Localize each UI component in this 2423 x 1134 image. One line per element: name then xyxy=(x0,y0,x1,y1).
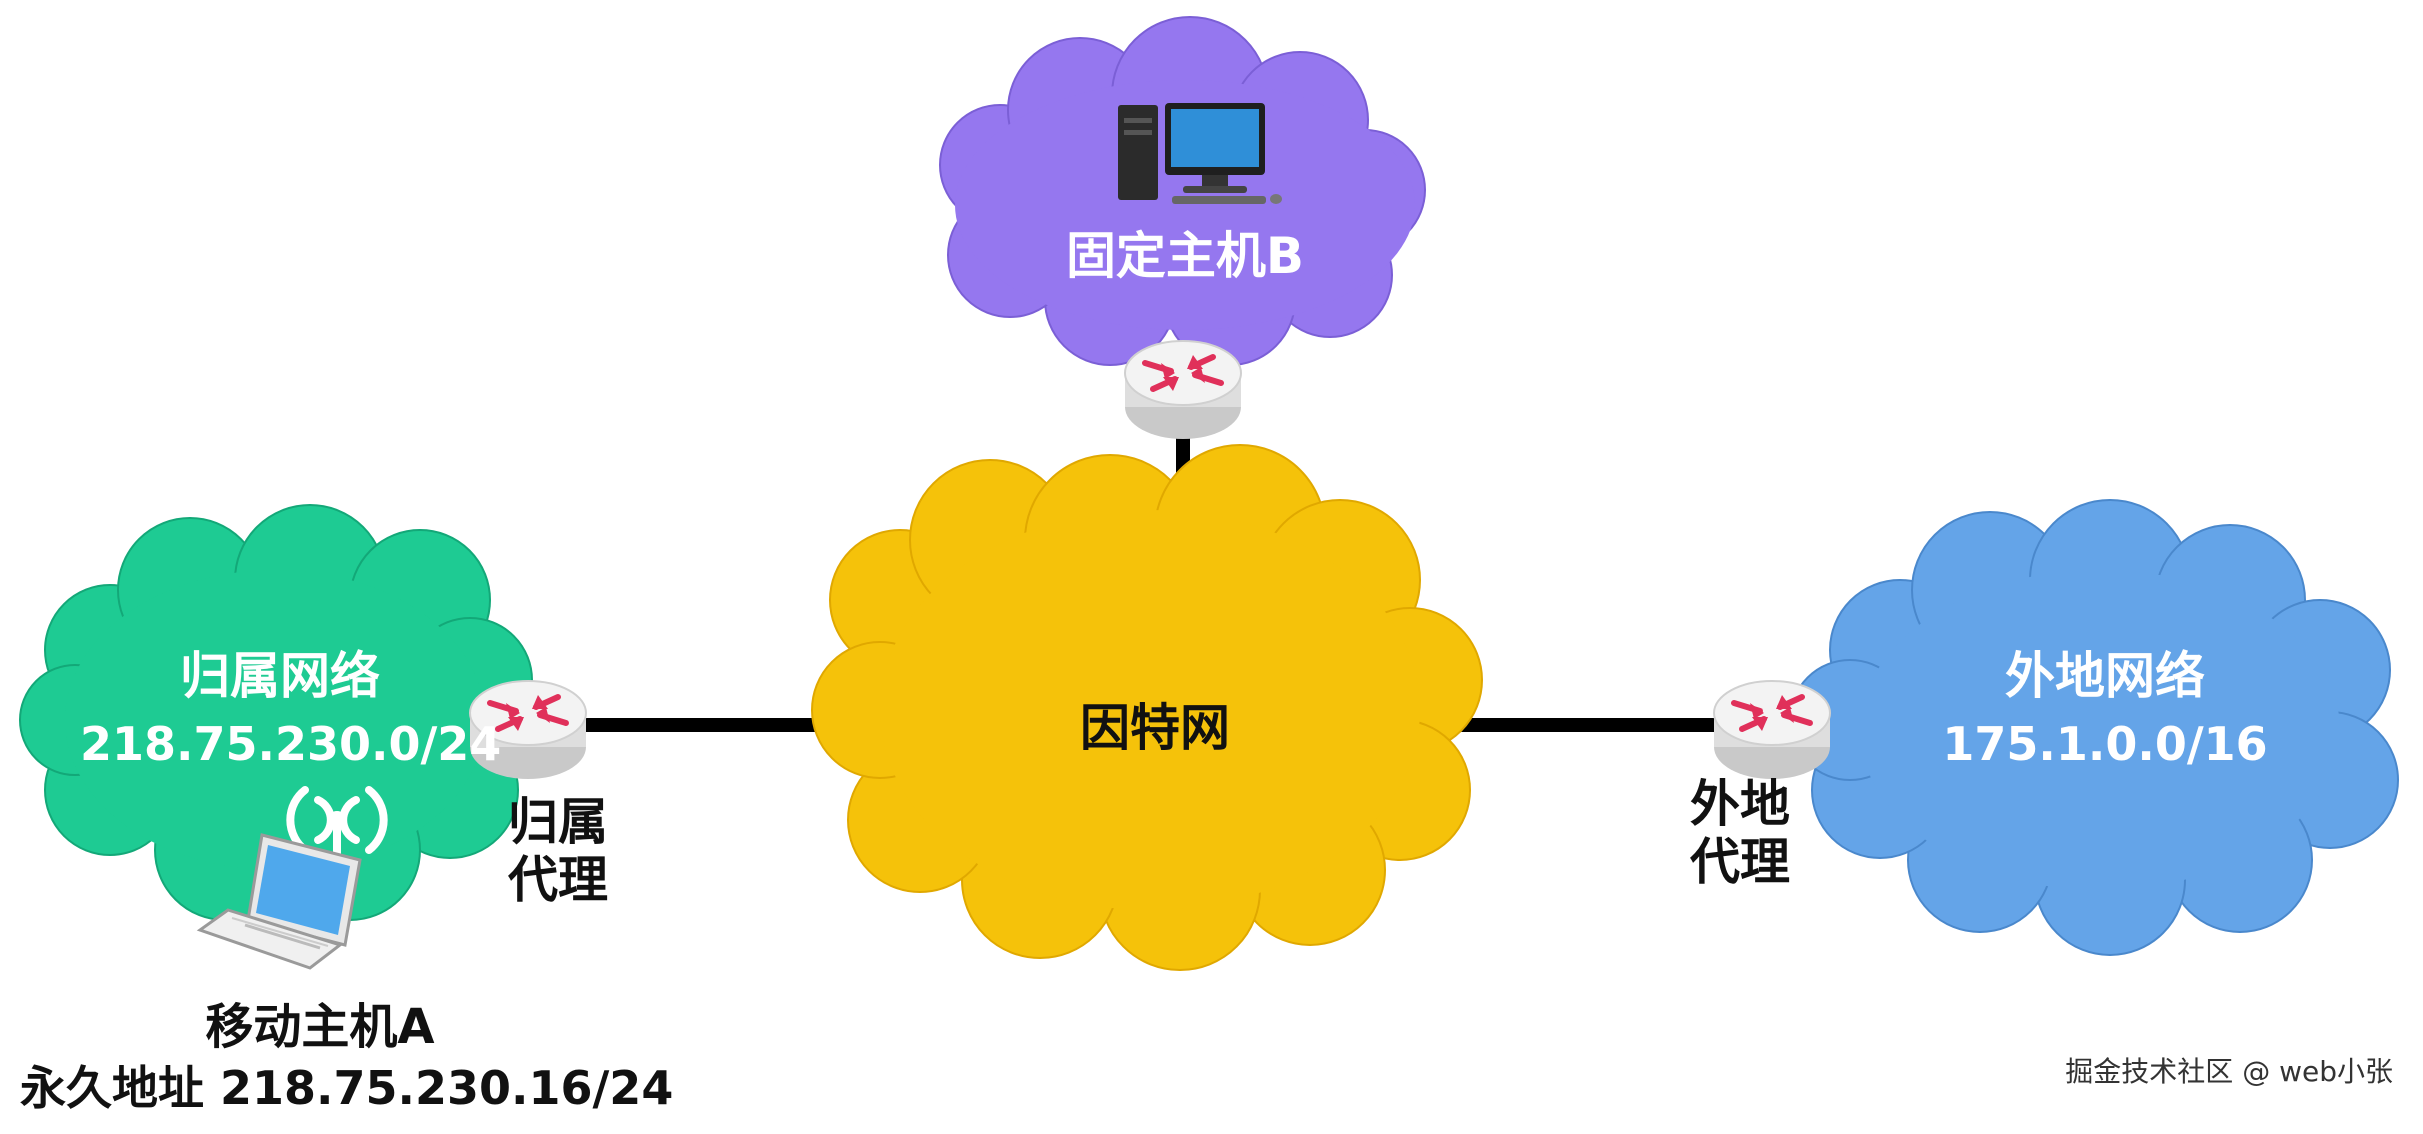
foreign-network-cloud xyxy=(1789,499,2399,956)
home-agent-label-line2: 代理 xyxy=(508,851,608,909)
wireless-laptop-icon xyxy=(196,786,388,970)
desktop-computer-icon xyxy=(1118,103,1282,204)
internet-cloud xyxy=(811,444,1483,971)
foreign-agent-label-line1: 外地 xyxy=(1690,775,1790,833)
mobile-host-address-row: 永久地址 218.75.230.16/24 xyxy=(20,1062,673,1115)
mobile-host-address: 218.75.230.16/24 xyxy=(220,1061,674,1115)
foreign-agent-label-line2: 代理 xyxy=(1690,833,1790,891)
home-network-subnet: 218.75.230.0/24 xyxy=(80,717,502,771)
host-b-label: 固定主机B xyxy=(1065,227,1305,285)
foreign-network-subnet: 175.1.0.0/16 xyxy=(1942,717,2268,771)
mobile-host-address-label: 永久地址 xyxy=(20,1061,204,1115)
home-agent-label-line1: 归属 xyxy=(508,793,608,851)
foreign-agent-router-icon xyxy=(1714,681,1830,779)
home-network-cloud xyxy=(19,504,533,921)
foreign-network-title: 外地网络 xyxy=(2005,647,2205,705)
home-network-title: 归属网络 xyxy=(180,647,380,705)
watermark: 掘金技术社区 @ web小张 xyxy=(2065,1055,2393,1088)
internet-label: 因特网 xyxy=(1080,699,1230,757)
host-b-cloud xyxy=(939,16,1426,366)
host-b-router-icon xyxy=(1125,341,1241,439)
mobile-host-name: 移动主机A xyxy=(205,999,435,1055)
